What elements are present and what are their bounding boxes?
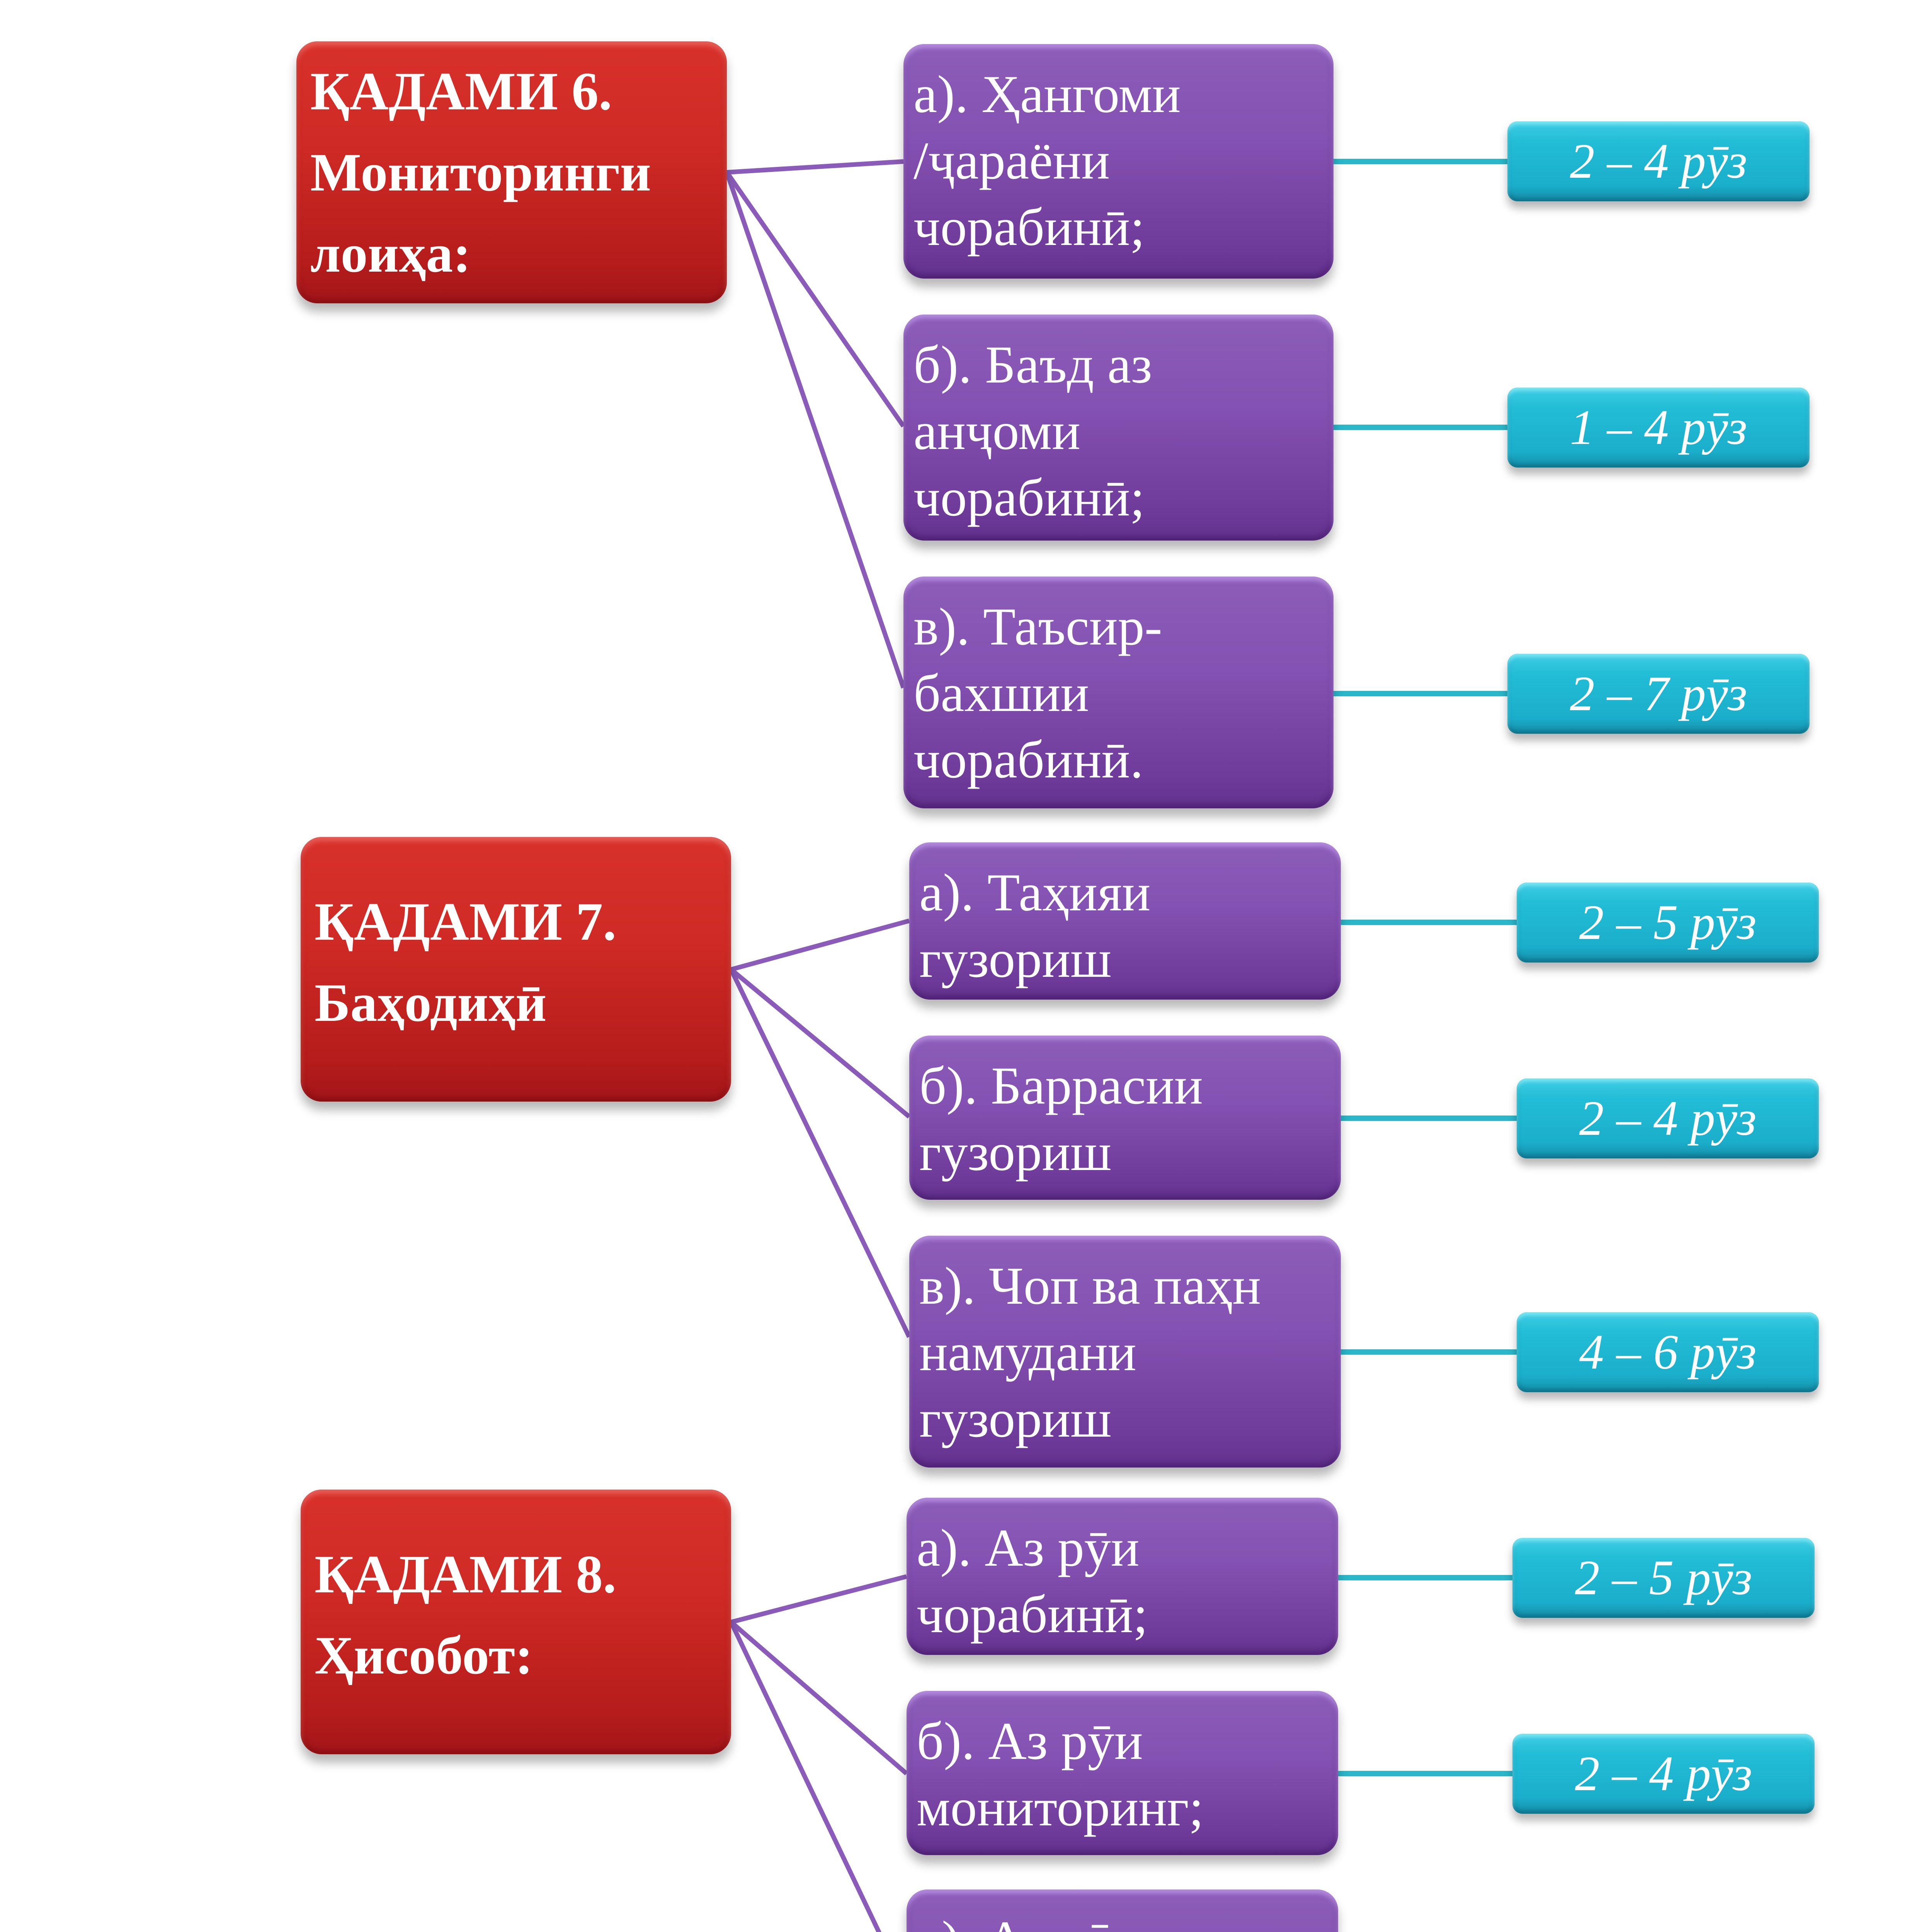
substep-text: б). Баррасии xyxy=(919,1056,1203,1115)
step-6-subtitle: Мониторинги xyxy=(310,143,651,202)
branch-connector-step-6-c xyxy=(725,172,906,689)
step-8-box: ҚАДАМИ 8. Ҳисобот: xyxy=(301,1490,731,1754)
substep-text: анҷоми xyxy=(913,401,1081,461)
substep-text: мониторинг; xyxy=(917,1778,1204,1837)
branch-connector-step-7-c xyxy=(729,968,912,1338)
substep-text: /ҷараёни xyxy=(913,131,1110,190)
substep-text: в). Чоп ва паҳн xyxy=(919,1256,1261,1315)
substep-text: в). Таъсир- xyxy=(913,597,1162,656)
substep-text: гузориш xyxy=(919,1389,1112,1448)
substep-text: бахшии xyxy=(913,663,1089,723)
step-8-duration-b: 2 – 4 рӯз xyxy=(1512,1734,1815,1814)
step-7-box: ҚАДАМИ 7. Баҳодиҳӣ xyxy=(301,837,731,1102)
step-7-subtitle: Баҳодиҳӣ xyxy=(315,973,547,1033)
step-7-duration-c: 4 – 6 рӯз xyxy=(1517,1312,1819,1392)
step-6-duration-b: 1 – 4 рӯз xyxy=(1507,388,1810,468)
step-6-duration-a: 2 – 4 рӯз xyxy=(1507,121,1810,201)
step-6-title: ҚАДАМИ 6. xyxy=(310,61,612,121)
step-6-duration-c: 2 – 7 рӯз xyxy=(1507,654,1810,734)
branch-connector-step-6-b xyxy=(725,171,905,428)
substep-text: чорабинӣ. xyxy=(913,730,1143,789)
step-6-subtitle-cont: лоиҳа: xyxy=(310,224,471,284)
step-8-substep-c: в). Аз рӯи амалиёти молиявӣ. xyxy=(907,1889,1338,1932)
substep-text: б). Аз рӯи xyxy=(917,1711,1143,1770)
step-6-substep-a: а). Ҳангоми /ҷараёни чорабинӣ; xyxy=(903,44,1334,279)
substep-text: гузориш xyxy=(919,1122,1112,1182)
substep-text: б). Баъд аз xyxy=(913,335,1152,394)
substep-text: гузориш xyxy=(919,929,1112,988)
step-8-title: ҚАДАМИ 8. xyxy=(315,1544,617,1604)
step-8-substep-b: б). Аз рӯи мониторинг; xyxy=(907,1691,1338,1855)
substep-text: чорабинӣ; xyxy=(913,468,1145,527)
substep-text: намудани xyxy=(919,1323,1136,1382)
step-7-title: ҚАДАМИ 7. xyxy=(315,892,617,952)
branch-connector-step-8-b xyxy=(730,1620,908,1776)
step-8-duration-a: 2 – 5 рӯз xyxy=(1512,1538,1815,1618)
branch-connector-step-8-c xyxy=(729,1621,882,1932)
branch-connector-step-7-a xyxy=(730,918,910,972)
step-7-substep-c: в). Чоп ва паҳн намудани гузориш xyxy=(909,1236,1341,1468)
step-7-duration-a: 2 – 5 рӯз xyxy=(1517,883,1819,963)
substep-text: чорабинӣ; xyxy=(913,197,1145,257)
step-7-substep-a: а). Таҳияи гузориш xyxy=(909,842,1341,1000)
substep-text: в). Аз рӯи xyxy=(917,1906,1330,1932)
step-8-subtitle: Ҳисобот: xyxy=(315,1626,533,1685)
step-8-substep-a: а). Аз рӯи чорабинӣ; xyxy=(907,1498,1338,1655)
step-6-box: ҚАДАМИ 6. Мониторинги лоиҳа: xyxy=(296,41,727,303)
substep-text: чорабинӣ; xyxy=(917,1585,1148,1644)
branch-connector-step-6-a xyxy=(726,159,904,175)
substep-text: а). Таҳияи xyxy=(919,863,1151,922)
substep-text: а). Аз рӯи xyxy=(917,1518,1140,1577)
substep-text: а). Ҳангоми xyxy=(913,65,1181,124)
step-6-substep-b: б). Баъд аз анҷоми чорабинӣ; xyxy=(903,315,1334,541)
branch-connector-step-8-a xyxy=(730,1574,907,1624)
step-7-substep-b: б). Баррасии гузориш xyxy=(909,1036,1341,1200)
step-6-substep-c: в). Таъсир- бахшии чорабинӣ. xyxy=(903,577,1334,808)
branch-connector-step-7-b xyxy=(730,968,911,1119)
step-7-duration-b: 2 – 4 рӯз xyxy=(1517,1078,1819,1158)
